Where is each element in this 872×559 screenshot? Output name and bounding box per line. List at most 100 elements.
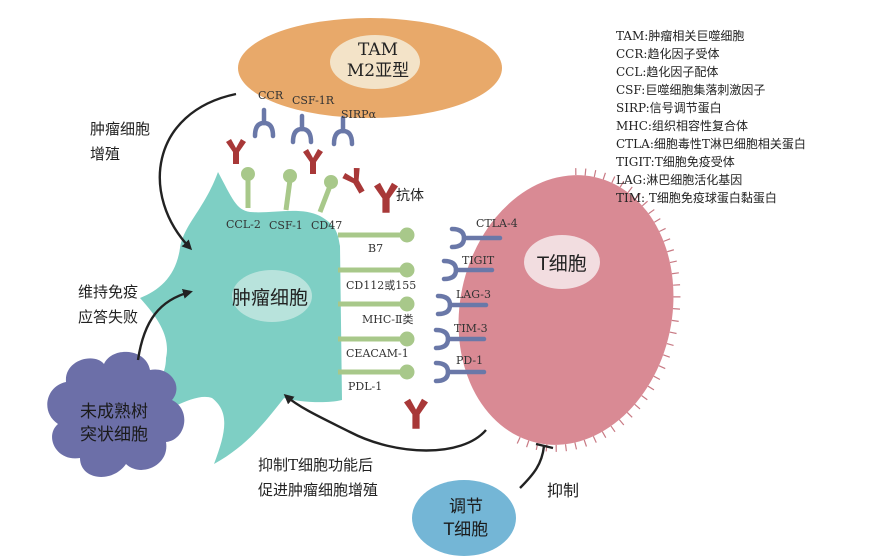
legend-item: TIM: T细胞免疫球蛋白黏蛋白 — [616, 190, 777, 205]
antibody-icon — [342, 167, 365, 194]
b7-label: B7 — [368, 242, 383, 255]
t-cell-spike — [672, 308, 681, 310]
legend-item: CCL:趋化因子配体 — [616, 65, 718, 79]
t-cell-spike — [601, 431, 607, 438]
t-cell-receptors — [433, 226, 503, 384]
antibodies — [226, 139, 428, 429]
ceacam1-ligand-icon — [338, 331, 415, 347]
legend-item: CSF:巨噬细胞集落刺激因子 — [616, 82, 765, 97]
tam-subtitle: M2亚型 — [347, 61, 409, 81]
cd47-label: CD47 — [311, 219, 342, 232]
legend-item: LAG:淋巴细胞活化基因 — [616, 173, 742, 187]
t-cell-spike — [584, 168, 587, 176]
arrow-dc-to-tumor — [136, 288, 193, 361]
ceacam1-label: CEACAM-1 — [346, 347, 409, 360]
t-cell-spike — [619, 180, 625, 188]
ccl2-label: CCL-2 — [226, 218, 261, 231]
cd112-ligand-icon — [338, 262, 415, 278]
t-cell-spike — [634, 403, 641, 410]
tam-cell: TAM M2亚型 — [238, 18, 502, 118]
antibody-icon — [303, 149, 323, 174]
t-cell-spike — [610, 425, 616, 433]
immature-dc-line1: 未成熟树 — [80, 401, 148, 422]
sirpa-label: SIRPα — [341, 108, 377, 121]
t-cell-spike — [526, 440, 530, 448]
pdl1-ligand-icon — [338, 364, 415, 380]
legend-item: MHC:组织相容性复合体 — [616, 118, 748, 133]
t-cell-spike — [635, 193, 641, 200]
t-cell-spike — [583, 439, 588, 447]
t-cell-core — [524, 235, 600, 289]
note-inhibit: 抑制 — [547, 481, 579, 500]
sirpa-receptor-icon — [331, 115, 355, 147]
treg-line2: T细胞 — [443, 520, 488, 540]
cd47-ligand-icon — [317, 175, 338, 213]
inhibit-line — [519, 445, 546, 489]
note-proliferation-line1: 肿瘤细胞 — [90, 120, 150, 138]
immature-dendritic-cell: 未成熟树 突状细胞 — [47, 351, 185, 477]
t-cell-spike — [593, 170, 597, 178]
mhc2-label: MHC-Ⅱ类 — [362, 312, 413, 326]
arrow-tcell-to-tumor — [283, 394, 487, 452]
legend-item: SIRP:信号调节蛋白 — [616, 100, 722, 115]
t-cell-spike — [671, 319, 679, 322]
note-suppress-line1: 抑制T细胞功能后 — [258, 456, 373, 474]
cd112-label: CD112或155 — [346, 279, 416, 292]
legend: TAM:肿瘤相关巨噬细胞 CCR:趋化因子受体 CCL:趋化因子配体 CSF:巨… — [616, 28, 806, 205]
csf1-ligand-icon — [283, 169, 297, 211]
ccl2-ligand-icon — [241, 167, 255, 208]
tim3-label: TIM-3 — [454, 322, 488, 335]
t-cell-spike — [574, 442, 578, 450]
t-cell-spike — [666, 342, 674, 347]
pdl1-label: PDL-1 — [348, 380, 382, 393]
lag3-label: LAG-3 — [456, 288, 491, 301]
tigit-receptor-icon — [441, 258, 495, 282]
t-cell-body — [458, 175, 674, 445]
csf1-label: CSF-1 — [269, 219, 303, 232]
ccr-label: CCR — [258, 89, 284, 102]
legend-item: TIGIT:T细胞免疫受体 — [616, 154, 735, 169]
t-cell-spike — [516, 436, 521, 444]
t-cell-spike — [647, 385, 655, 391]
t-cell-spike — [653, 218, 661, 223]
tumor-top-ligands — [241, 167, 338, 213]
note-immune-failure-line1: 维持免疫 — [78, 283, 138, 301]
immature-dc-body — [47, 351, 185, 477]
t-cell-label: T细胞 — [536, 253, 587, 275]
t-cell-spike — [662, 354, 670, 358]
antibody-icon — [374, 182, 398, 213]
t-cell-spikes — [516, 168, 681, 452]
tam-core — [330, 35, 420, 89]
t-cell-spike — [564, 444, 567, 452]
tumor-label: 肿瘤细胞 — [232, 287, 308, 309]
csf1r-receptor-icon — [290, 113, 314, 145]
arrows — [136, 92, 554, 489]
t-cell-spike — [641, 395, 648, 401]
b7-ligand-icon — [338, 227, 415, 243]
mhc2-ligand-icon — [338, 296, 415, 312]
note-proliferation-line2: 增殖 — [90, 145, 120, 163]
tumor-right-ligands — [338, 227, 415, 380]
antibody-icon — [226, 139, 246, 164]
legend-item: CTLA:细胞毒性T淋巴细胞相关蛋白 — [616, 136, 806, 151]
pd1-receptor-icon — [433, 360, 487, 384]
t-cell-spike — [669, 260, 677, 264]
legend-item: TAM:肿瘤相关巨噬细胞 — [616, 28, 744, 43]
lag3-receptor-icon — [435, 293, 489, 317]
tam-title: TAM — [358, 40, 398, 60]
note-suppress-line2: 促进肿瘤细胞增殖 — [258, 481, 378, 499]
note-immune-failure-line2: 应答失败 — [78, 308, 138, 326]
antibody-label: 抗体 — [396, 188, 424, 204]
t-cell-spike — [618, 419, 625, 426]
tam-receptors — [252, 107, 355, 147]
t-cell-spike — [659, 227, 666, 233]
ctla4-receptor-icon — [449, 226, 503, 250]
treg-body — [412, 480, 516, 556]
t-cell-spike — [641, 200, 648, 207]
t-cell-spike — [671, 272, 679, 275]
t-cell-spike — [602, 172, 606, 180]
t-cell-spike — [626, 411, 633, 418]
treg-line1: 调节 — [449, 497, 483, 517]
t-cell-spike — [627, 186, 633, 193]
tumor-core — [232, 270, 312, 322]
